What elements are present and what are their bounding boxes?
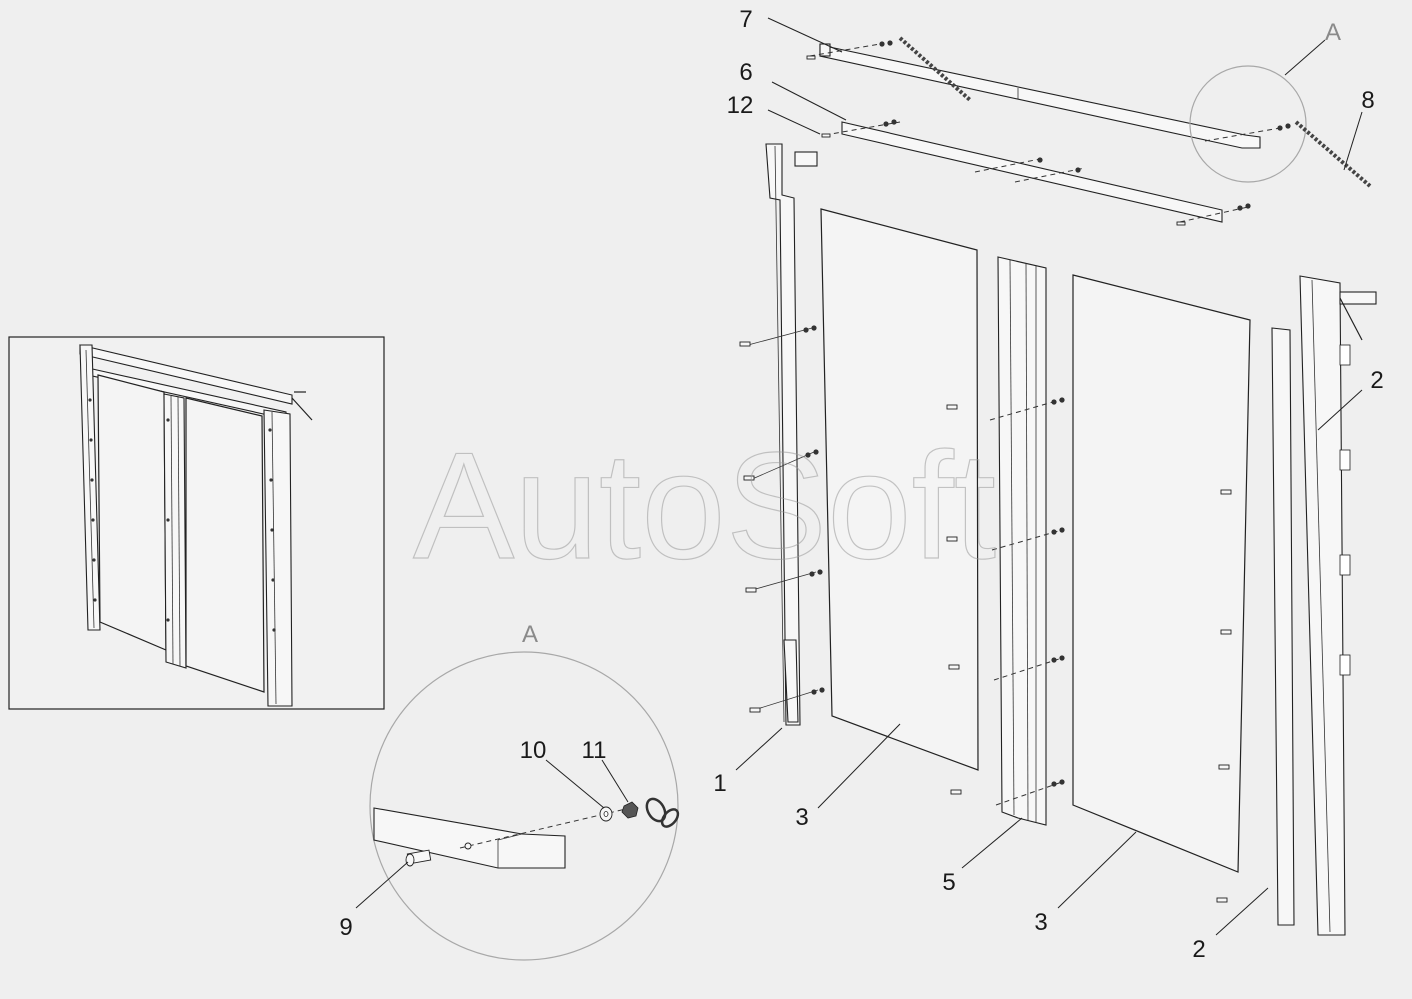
chain-right [1294,120,1372,188]
detail-view-a [369,651,680,961]
right-door-panel [1072,274,1251,873]
washer-10 [599,806,613,822]
chain-left [898,36,972,102]
callout-10: 10 [520,737,547,764]
callout-6: 6 [739,59,752,86]
fasteners [739,40,1291,903]
leader-lines [355,17,1363,936]
upper-crossbar [809,43,1281,149]
callout-7: 7 [739,6,752,33]
callout-9: 9 [339,914,352,941]
nut-11 [621,801,639,819]
left-door-panel [820,208,979,771]
callout-2-upper: 2 [1370,367,1383,394]
watermark: AutoSoft [413,421,996,591]
detail-letter-main: A [1325,19,1341,46]
chain-link-detail [645,797,680,828]
callout-3-left: 3 [795,804,808,831]
callout-12: 12 [727,92,754,119]
callout-11: 11 [582,737,607,764]
callout-3-right: 3 [1034,909,1047,936]
callout-1: 1 [713,770,726,797]
assembled-view-inset [8,336,385,710]
callout-5: 5 [942,869,955,896]
lower-crossbar [824,121,1249,223]
middle-post [989,256,1063,826]
left-post [747,143,819,726]
callout-labels: 7 6 12 8 2 1 3 5 3 2 10 11 9 A A [339,6,1383,963]
callout-8: 8 [1361,87,1374,114]
detail-letter-view: A [522,621,538,648]
detail-circle-marker [1189,39,1326,183]
right-post [1271,275,1377,936]
callout-2-lower: 2 [1192,936,1205,963]
screw-bolt-9 [405,849,432,867]
